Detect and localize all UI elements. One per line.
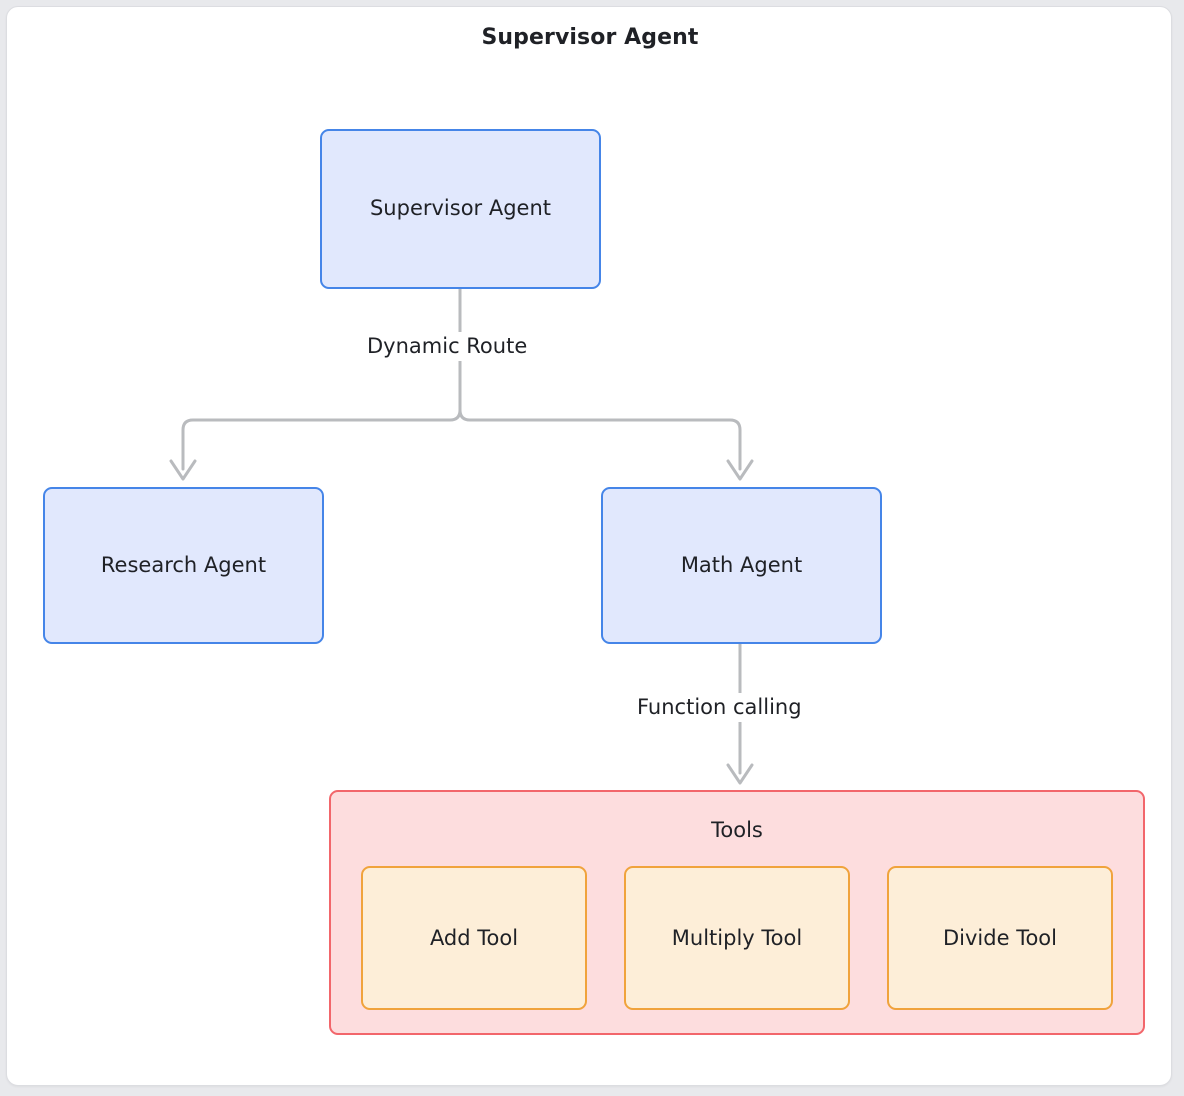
node-multiply-tool[interactable]: Multiply Tool bbox=[624, 866, 850, 1010]
node-research-agent-label: Research Agent bbox=[100, 552, 267, 577]
page-title: Supervisor Agent bbox=[481, 25, 699, 50]
node-supervisor-agent[interactable]: Supervisor Agent bbox=[320, 129, 601, 289]
node-math-agent-label: Math Agent bbox=[680, 552, 803, 577]
node-add-tool-label: Add Tool bbox=[429, 926, 519, 950]
node-math-agent[interactable]: Math Agent bbox=[601, 487, 882, 644]
edge-label-function-calling: Function calling bbox=[632, 693, 807, 723]
cluster-tools-label: Tools bbox=[711, 818, 763, 842]
edge-label-dynamic-route: Dynamic Route bbox=[362, 332, 533, 362]
node-supervisor-agent-label: Supervisor Agent bbox=[369, 196, 552, 221]
edge-supervisor-to-research bbox=[181, 408, 462, 471]
cluster-tools[interactable]: Tools Add Tool Multiply Tool Divide Tool bbox=[329, 790, 1145, 1035]
node-multiply-tool-label: Multiply Tool bbox=[671, 926, 803, 950]
node-research-agent[interactable]: Research Agent bbox=[43, 487, 324, 644]
arrowhead-math bbox=[726, 459, 754, 481]
node-add-tool[interactable]: Add Tool bbox=[361, 866, 587, 1010]
node-divide-tool[interactable]: Divide Tool bbox=[887, 866, 1113, 1010]
arrowhead-research bbox=[169, 459, 197, 481]
arrowhead-tools bbox=[726, 763, 754, 785]
tools-row: Add Tool Multiply Tool Divide Tool bbox=[361, 866, 1113, 1010]
diagram-frame: Supervisor Agent Supervisor Agent Dynami… bbox=[6, 6, 1172, 1086]
edge-supervisor-to-math bbox=[458, 408, 742, 471]
node-divide-tool-label: Divide Tool bbox=[943, 926, 1057, 950]
